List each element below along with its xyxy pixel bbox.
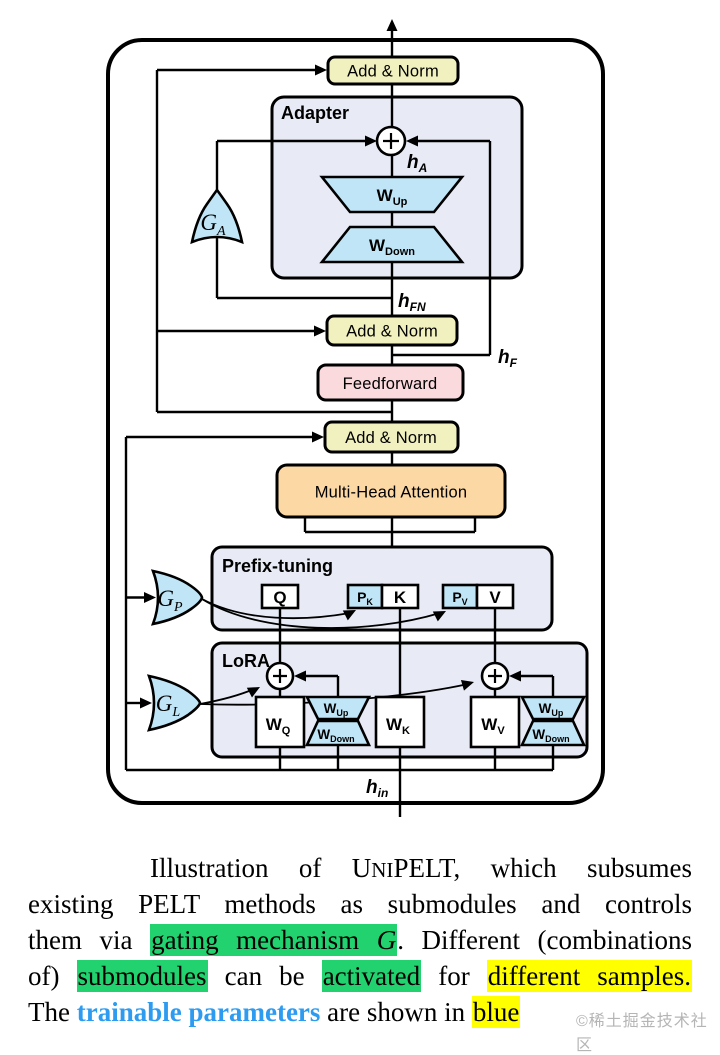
v-label: V [489,588,501,607]
add-norm-low-label: Add & Norm [345,429,437,447]
lora-right-w-down-shape [519,719,587,747]
adapter-w-up-label: WUp [377,186,408,208]
pv-label: PV [452,589,467,607]
unipelt-architecture-diagram: Add & Norm Add & Norm Add & Norm Feedfor… [106,19,605,817]
wq-label: WQ [266,715,291,737]
h-f-label: hF [498,347,518,370]
caption-line-5: The trainable parameters are shown in bl… [28,994,692,1030]
add-norm-top-box [326,55,460,86]
yellow-highlight: blue [471,996,521,1028]
green-highlight: submodules [76,960,208,992]
caption-line-1: Illustration of UNIPELT, which subsumes [28,850,692,886]
feedforward-label: Feedforward [343,375,438,393]
multi-head-attention-box [275,463,507,519]
caption-text: of) [28,961,77,991]
caption-text: The [28,997,77,1027]
output-arrow-icon [386,19,398,31]
caption-text: Illustration of U [150,853,372,883]
add-norm-mid-box [325,314,459,347]
site-watermark: ©稀土掘金技术社区 [576,1013,708,1054]
q-label: Q [273,588,286,607]
lora-right-w-up-shape [519,695,587,721]
caption-smallcaps: NI [371,858,394,882]
caption-text: are shown in [320,997,472,1027]
k-label: K [394,588,407,607]
transformer-layer-box [106,38,605,805]
caption-text: PELT, which subsumes [393,853,692,883]
caption-text: for [421,961,487,991]
lora-gate-label: GL [156,691,181,720]
caption-text: can be [207,961,322,991]
connector-lines [124,19,555,817]
add-norm-top-label: Add & Norm [347,63,439,81]
caption-text: them via [28,925,151,955]
lora-right-w-up-label: WUp [539,701,564,718]
caption-text: gating mechanism [151,925,377,955]
wv-label: WV [481,715,505,737]
prefix-title: Prefix-tuning [222,556,333,576]
lora-sum-left-icon [265,661,295,691]
blue-emphasis: trainable parameters [76,997,321,1027]
adapter-w-up-shape [319,175,465,214]
wq-box [254,695,306,749]
caption-text: existing PELT methods as submodules and … [28,889,692,919]
lora-right-w-down-label: WDown [532,727,569,744]
adapter-gate-label: GA [200,210,226,239]
wv-box [469,695,521,749]
adapter-sum-icon [375,125,407,157]
wk-box [374,695,426,749]
lora-gate-shape [146,674,202,732]
h-in-label: hin [366,777,388,800]
lora-left-w-up-shape [304,695,372,721]
lora-sum-right-icon [480,661,510,691]
adapter-w-down-shape [319,225,465,264]
caption-text: . Different (combinations [397,925,692,955]
q-box [260,583,300,610]
prefix-gate-shape [150,569,204,626]
prefix-gate-label: GP [157,586,183,615]
figure-caption: Illustration of UNIPELT, which subsumes … [28,850,693,1030]
script-g-symbol: G [376,925,397,955]
k-box [380,583,420,610]
green-highlight: activated [321,960,422,992]
wk-label: WK [386,715,410,737]
lora-left-w-up-label: WUp [324,701,349,718]
adapter-title: Adapter [281,103,349,123]
yellow-highlight: different samples. [486,960,693,992]
v-box [475,583,515,610]
add-norm-mid-label: Add & Norm [346,323,438,341]
mha-label: Multi-Head Attention [315,484,468,502]
caption-line-2: existing PELT methods as submodules and … [28,886,692,922]
pk-label: PK [357,589,373,607]
feedforward-box [316,363,465,402]
adapter-w-down-label: WDown [369,236,415,258]
green-highlight: gating mechanism G [150,924,398,956]
h-fn-label: hFN [398,291,426,314]
caption-line-3: them via gating mechanism G. Different (… [28,922,692,958]
adapter-gate-shape [190,187,244,245]
h-a-label: hA [407,152,427,175]
lora-left-w-down-shape [304,719,372,747]
lora-left-w-down-label: WDown [317,727,354,744]
lora-title: LoRA [222,651,270,671]
add-norm-low-box [323,420,460,454]
caption-line-4: of) submodules can be activated for diff… [28,958,693,994]
